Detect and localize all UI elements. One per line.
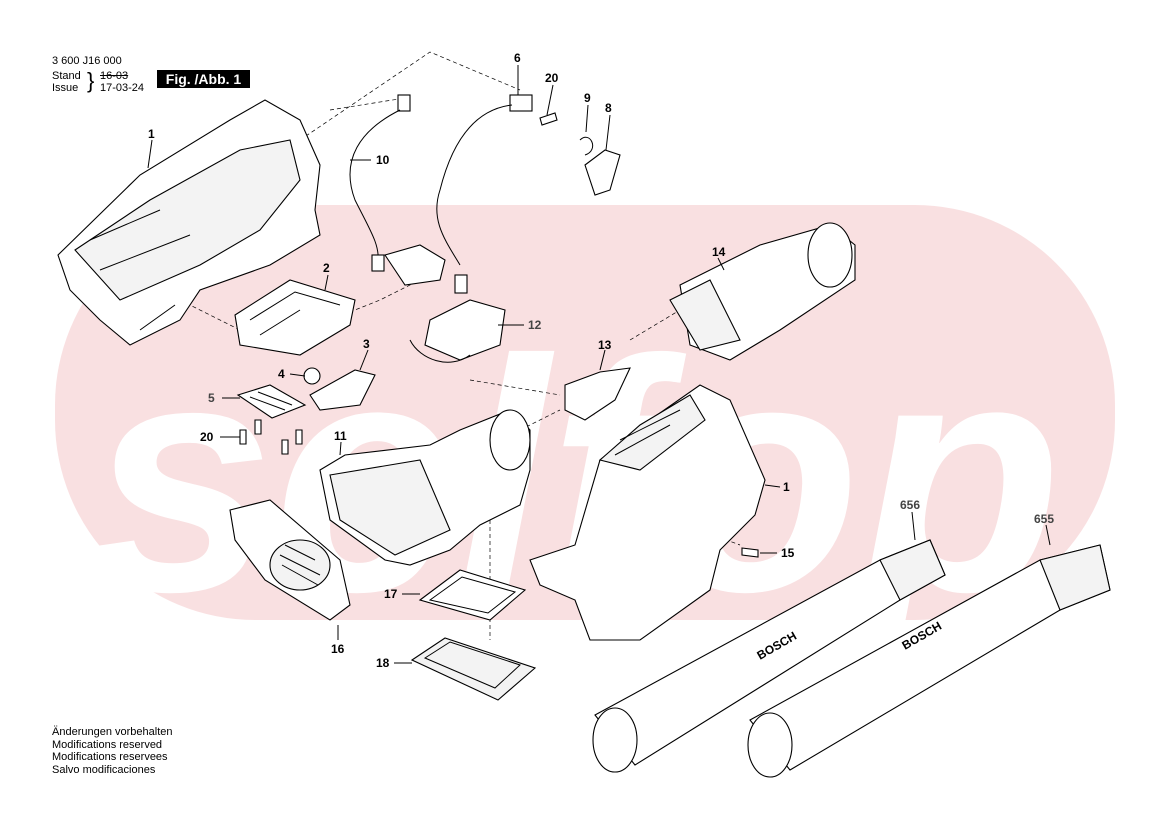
- grille-cover-16: [229, 499, 351, 621]
- brace: }: [87, 68, 95, 93]
- callout-labels: 1 2 3 4 5 20 6 20 9 8 10 12 13 14 11 1 1…: [148, 51, 1054, 670]
- callout-3: 3: [363, 337, 370, 351]
- housing-half-left: [57, 99, 321, 346]
- callout-10: 10: [376, 153, 390, 167]
- callout-12: 12: [528, 318, 542, 332]
- leader-lines: [147, 65, 1051, 664]
- callout-1b: 1: [783, 480, 790, 494]
- callout-1a: 1: [148, 127, 155, 141]
- part-number: 3 600 J16 000: [52, 55, 122, 67]
- callout-18: 18: [376, 656, 390, 670]
- fan-13: [564, 367, 631, 421]
- callout-11: 11: [334, 429, 347, 443]
- callout-8: 8: [605, 101, 612, 115]
- callout-16: 16: [331, 642, 345, 656]
- modifications-notice: Änderungen vorbehalten Modifications res…: [52, 726, 172, 776]
- callout-13: 13: [598, 338, 612, 352]
- screw-15: [741, 547, 759, 558]
- figure-label: Fig. /Abb. 1: [157, 70, 250, 88]
- callout-14: 14: [712, 245, 726, 259]
- housing-half-right: [529, 384, 766, 641]
- screws-20: [239, 419, 303, 455]
- cable-10: [349, 94, 411, 272]
- cover-plate-18: [410, 637, 537, 701]
- fan-housing-11: [319, 409, 531, 566]
- motor-14: [669, 222, 856, 361]
- callout-5: 5: [208, 391, 215, 405]
- spring-4: [303, 367, 321, 385]
- screw-20-top: [539, 112, 558, 126]
- stand-label: Stand: [52, 70, 81, 82]
- old-date: 16-03: [100, 70, 129, 82]
- notice-line-es: Salvo modificaciones: [52, 763, 156, 776]
- electronics-12: [384, 244, 506, 363]
- callout-4: 4: [278, 367, 285, 381]
- latch-5: [236, 384, 307, 419]
- callout-655: 655: [1034, 512, 1054, 526]
- callout-656: 656: [900, 498, 920, 512]
- switch-6: [436, 94, 533, 294]
- issue-date: 17-03-24: [100, 82, 145, 94]
- callout-9: 9: [584, 91, 591, 105]
- notice-line-de: Änderungen vorbehalten: [52, 726, 173, 738]
- callout-6: 6: [514, 51, 521, 65]
- notice-line-en: Modifications reserved: [52, 738, 163, 751]
- gasket-17: [418, 569, 527, 621]
- battery-holder: [234, 279, 356, 356]
- spring-9: [579, 136, 594, 156]
- callout-15: 15: [781, 546, 795, 560]
- blower-tube-656: BOSCH: [592, 539, 946, 773]
- bracket-3: [309, 369, 376, 411]
- notice-line-fr: Modifications reservees: [52, 751, 168, 763]
- callout-2: 2: [323, 261, 330, 275]
- callout-20b: 20: [200, 430, 214, 444]
- callout-20a: 20: [545, 71, 559, 85]
- trigger-8: [584, 149, 621, 196]
- callout-17: 17: [384, 587, 398, 601]
- issue-label: Issue: [52, 82, 79, 94]
- svg-text:selfop: selfop: [90, 291, 1062, 662]
